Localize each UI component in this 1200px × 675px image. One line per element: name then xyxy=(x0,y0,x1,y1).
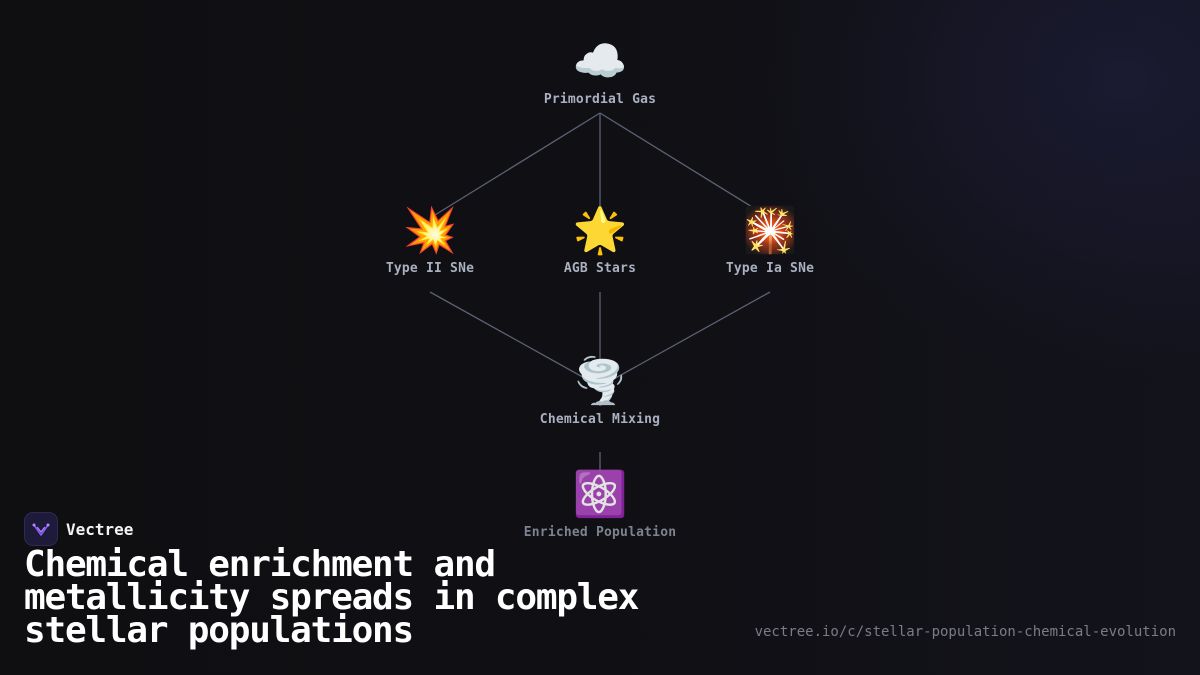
node-chemical-mixing[interactable]: 🌪️ Chemical Mixing xyxy=(500,356,700,427)
edge-type-ia-sne-to-chemical-mixing xyxy=(611,291,771,381)
edge-type-ii-sne-to-chemical-mixing xyxy=(429,291,589,381)
edge-primordial-gas-to-type-ii-sne xyxy=(429,112,601,219)
node-type-ia-sne[interactable]: 🎇 Type Ia SNe xyxy=(670,205,870,276)
node-agb-stars[interactable]: 🌟 AGB Stars xyxy=(500,205,700,276)
vectree-mark-icon xyxy=(32,523,50,536)
page-title: Chemical enrichment and metallicity spre… xyxy=(24,544,639,651)
node-label: Type Ia SNe xyxy=(725,261,815,276)
brand-name: Vectree xyxy=(66,519,134,539)
vectree-logo-icon xyxy=(24,512,58,546)
explosion-icon: 💥 xyxy=(402,205,458,256)
node-label: AGB Stars xyxy=(563,261,637,276)
sparkler-icon: 🎇 xyxy=(742,205,798,256)
page-url[interactable]: vectree.io/c/stellar-population-chemical… xyxy=(754,624,1176,640)
node-label: Type II SNe xyxy=(385,261,475,276)
glowing-star-icon: 🌟 xyxy=(572,205,628,256)
atom-icon: ⚛️ xyxy=(572,469,628,520)
node-type-ii-sne[interactable]: 💥 Type II SNe xyxy=(330,205,530,276)
edge-primordial-gas-to-type-ia-sne xyxy=(599,112,771,219)
tornado-icon: 🌪️ xyxy=(572,356,628,407)
brand: Vectree xyxy=(24,512,133,546)
node-label: Primordial Gas xyxy=(543,92,657,107)
node-enriched-population[interactable]: ⚛️ Enriched Population xyxy=(500,469,700,540)
node-label: Enriched Population xyxy=(523,525,677,540)
node-primordial-gas[interactable]: ☁️ Primordial Gas xyxy=(500,36,700,107)
node-label: Chemical Mixing xyxy=(539,412,661,427)
cloud-icon: ☁️ xyxy=(572,36,628,87)
